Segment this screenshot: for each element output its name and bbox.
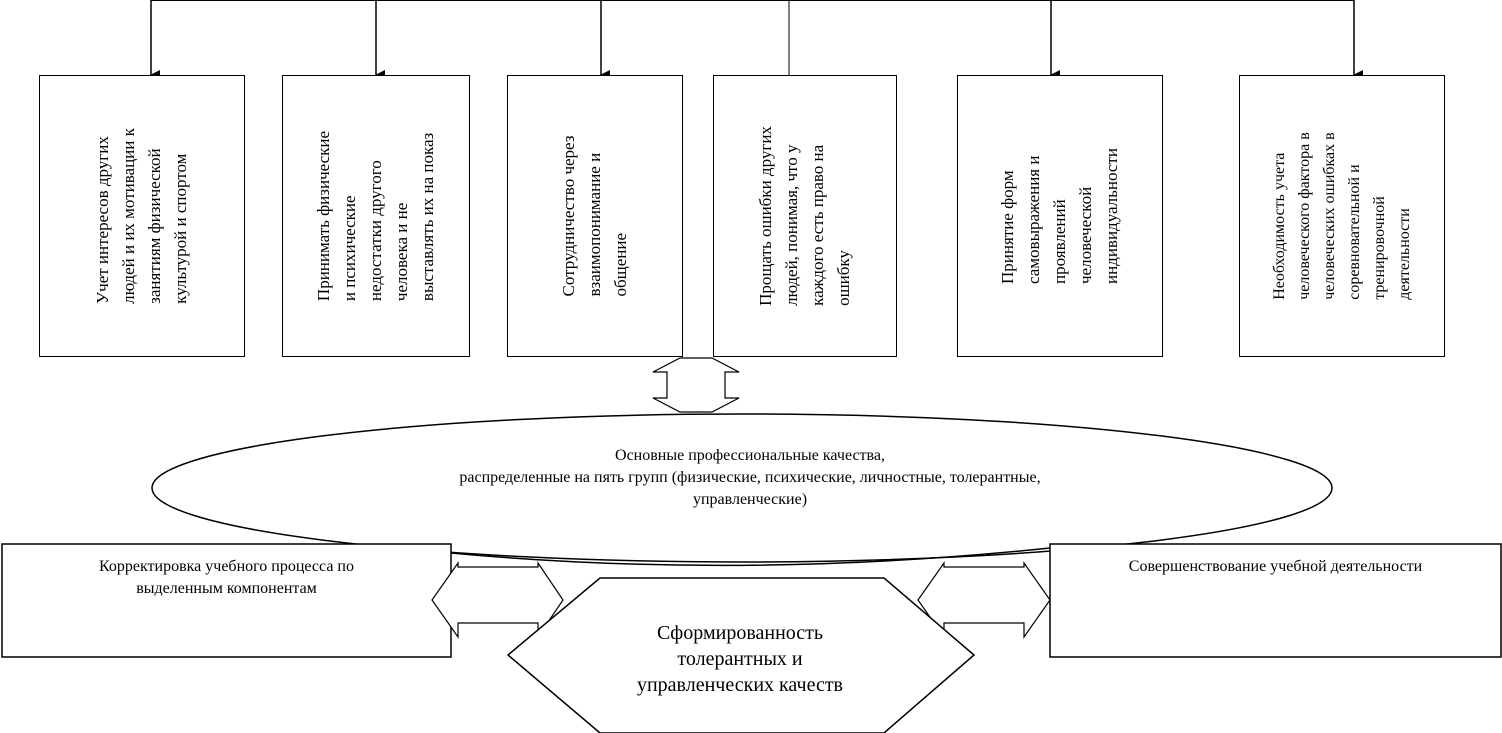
result-hexagon: [506, 577, 976, 733]
main-ellipse: [151, 413, 1333, 563]
hexagon-line-2: толерантных и: [677, 648, 803, 670]
ellipse-line-3: управленческие): [692, 491, 808, 508]
top-box-5-text: Принятие форм самовыражения и проявлений…: [998, 147, 1121, 285]
hexagon-line-3: управленческих качеств: [636, 674, 844, 696]
hexagon-text: Сформированность толерантных и управленч…: [560, 620, 920, 698]
double-arrow-left: [431, 561, 564, 639]
top-box-1: Учет интересов других людей и их мотивац…: [39, 75, 245, 357]
double-arrow-vertical: [652, 357, 740, 413]
right-box-line-1: Совершенствование учебной деятельности: [1128, 558, 1423, 575]
top-box-2: Принимать физические и психические недос…: [282, 75, 470, 357]
top-box-6: Необходимость учета человеческого фактор…: [1239, 75, 1445, 357]
top-box-3-text: Сотрудничество через взаимопонимание и о…: [559, 135, 630, 297]
top-box-3: Сотрудничество через взаимопонимание и о…: [507, 75, 683, 357]
left-box-text: Корректировка учебного процесса по выдел…: [2, 556, 451, 600]
top-box-6-text: Необходимость учета человеческого фактор…: [1271, 132, 1413, 300]
ellipse-line-1: Основные профессиональные качества,: [615, 447, 885, 464]
double-arrow-right: [917, 561, 1051, 639]
left-box-line-2: выделенным компонентам: [136, 580, 317, 597]
ellipse-arc-overlay: [450, 547, 1051, 567]
left-box-line-1: Корректировка учебного процесса по: [99, 558, 354, 575]
ellipse-line-2: распределенные на пять групп (физические…: [459, 469, 1041, 486]
right-box: [1049, 543, 1502, 658]
top-box-5: Принятие форм самовыражения и проявлений…: [957, 75, 1163, 357]
ellipse-text: Основные профессиональные качества, расп…: [330, 445, 1170, 511]
top-box-2-text: Принимать физические и психические недос…: [314, 130, 437, 302]
right-box-text: Совершенствование учебной деятельности: [1050, 556, 1501, 578]
top-box-4-text: Прощать ошибки других людей, понимая, чт…: [756, 126, 853, 306]
hexagon-line-1: Сформированность: [656, 622, 824, 644]
top-box-1-text: Учет интересов других людей и их мотивац…: [93, 128, 190, 304]
left-box: [1, 543, 452, 658]
top-box-4: Прощать ошибки других людей, понимая, чт…: [713, 75, 897, 357]
